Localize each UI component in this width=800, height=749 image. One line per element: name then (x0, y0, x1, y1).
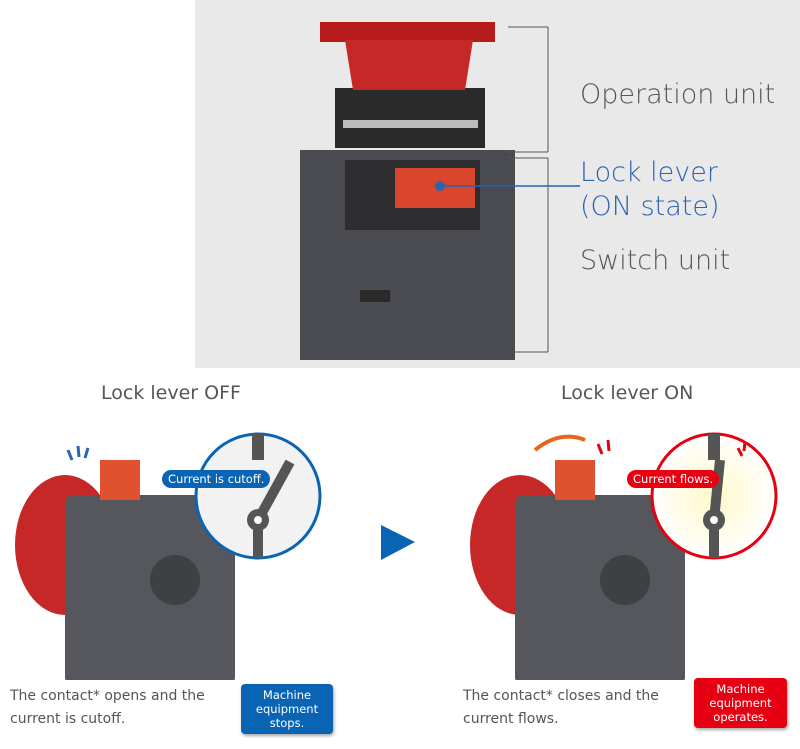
diagram-illustrations (15, 432, 778, 680)
lock-lever-label: Lock lever (580, 157, 718, 188)
on-caption-line2: current flows. (463, 711, 559, 727)
off-caption-line1: The contact* opens and the (10, 688, 205, 704)
off-caption: The contact* opens and the current is cu… (10, 685, 205, 731)
on-caption: The contact* closes and the current flow… (463, 685, 659, 731)
current-flows-bubble: Current flows. (627, 470, 720, 488)
lock-lever-state-label: (ON state) (580, 191, 720, 222)
off-switch-illustration (15, 432, 322, 680)
on-caption-line1: The contact* closes and the (463, 688, 659, 704)
arrow-right-icon (381, 525, 415, 560)
on-title: Lock lever ON (561, 382, 694, 404)
product-photo-area (195, 0, 800, 368)
machine-stops-badge: Machine equipment stops. (241, 684, 333, 734)
off-caption-line2: current is cutoff. (10, 711, 126, 727)
machine-operates-badge: Machine equipment operates. (694, 678, 787, 728)
switch-photo (300, 22, 580, 360)
off-title: Lock lever OFF (101, 382, 241, 404)
on-switch-illustration (470, 432, 778, 680)
switch-unit-label: Switch unit (580, 245, 731, 276)
operation-unit-label: Operation unit (580, 79, 776, 110)
current-cutoff-bubble: Current is cutoff. (162, 470, 271, 488)
